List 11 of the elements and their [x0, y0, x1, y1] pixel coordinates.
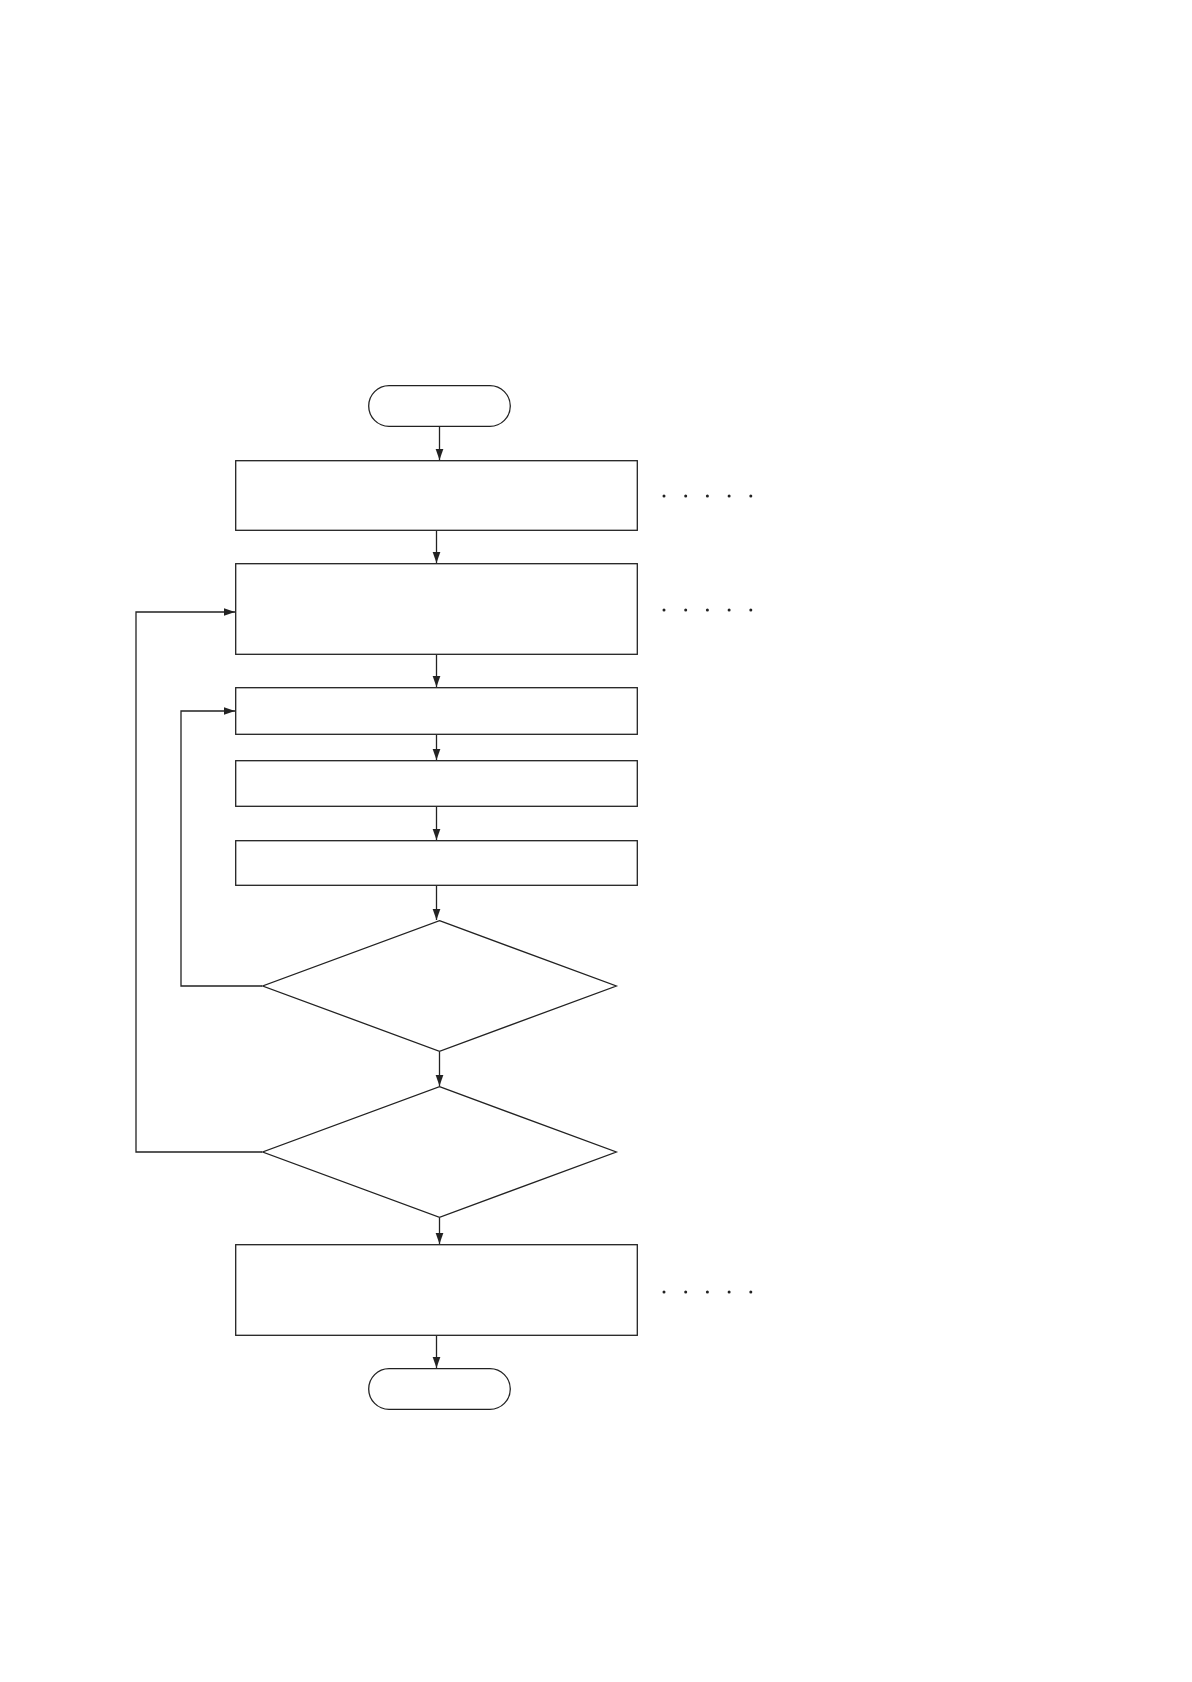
arrow: [432, 1335, 441, 1369]
arrow: [432, 885, 441, 921]
arrow: [435, 1051, 444, 1087]
arrow: [435, 426, 444, 461]
arrow: [432, 530, 441, 564]
arrow: [435, 1217, 444, 1245]
arrow: [432, 806, 441, 841]
arrow: [432, 654, 441, 688]
arrow: [432, 734, 441, 761]
arrow: [135, 608, 263, 1153]
arrow: [180, 707, 263, 987]
